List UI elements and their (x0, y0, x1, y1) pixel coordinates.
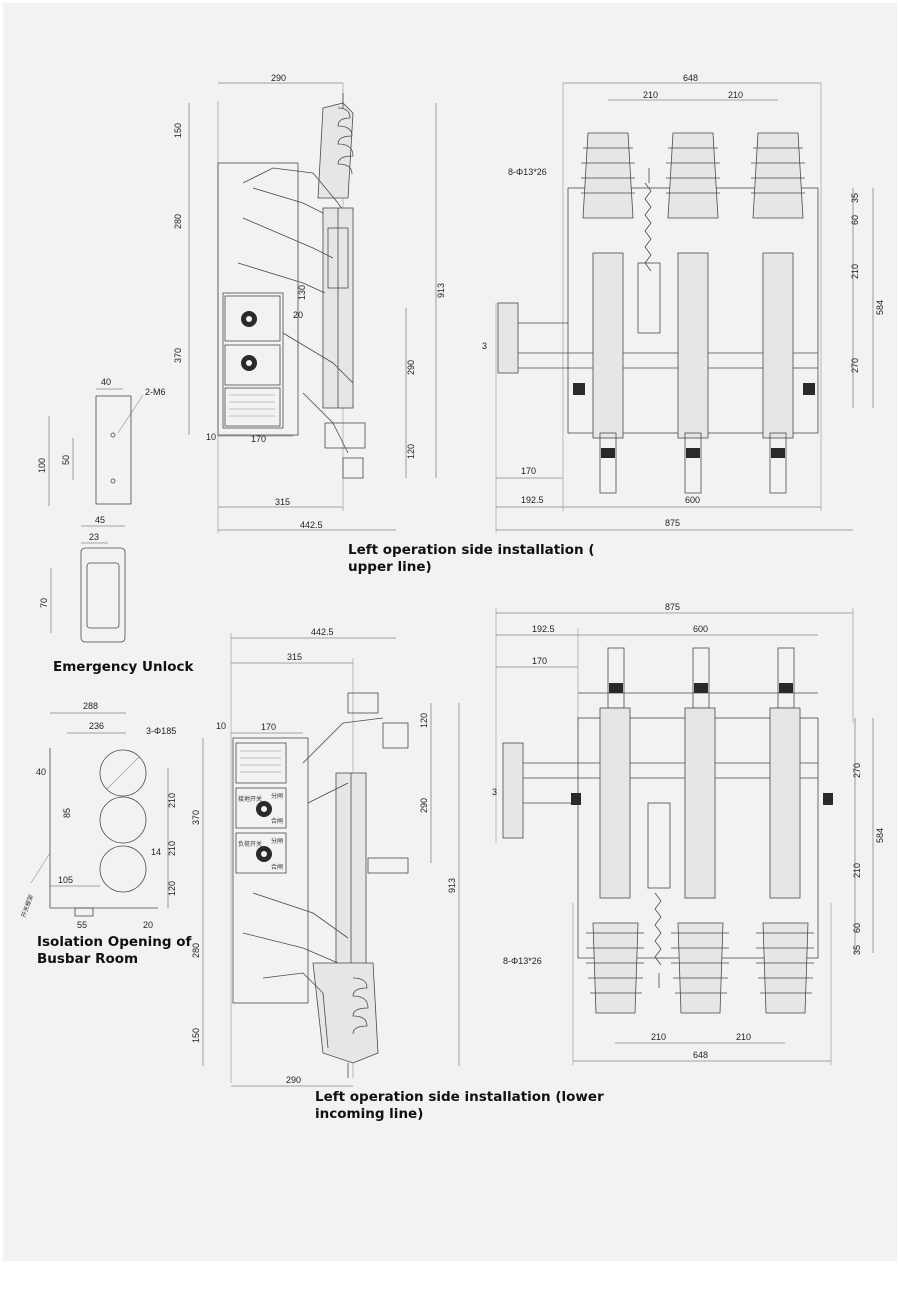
dim-23: 23 (89, 532, 99, 542)
dim-10-lower: 10 (216, 721, 226, 731)
dim-150-lower: 150 (191, 1028, 201, 1043)
hole-spec-upper: 8-Φ13*26 (508, 167, 547, 177)
dim-875-lower: 875 (665, 602, 680, 612)
dim-584-lower: 584 (875, 828, 885, 843)
dim-100: 100 (37, 458, 47, 473)
open-label-2: 分闸 (271, 837, 283, 845)
caption-lower: Left operation side installation (lower … (315, 1089, 604, 1123)
dim-210-upper-v: 210 (850, 264, 860, 279)
dim-120: 120 (406, 444, 416, 459)
dim-290-lower-bottom: 290 (286, 1075, 301, 1085)
dim-150: 150 (173, 123, 183, 138)
dim-20-iso: 20 (143, 920, 153, 930)
dim-60-upper: 60 (850, 215, 860, 225)
dim-40-emergency: 40 (101, 377, 111, 387)
caption-isolation: Isolation Opening of Busbar Room (37, 934, 191, 968)
dim-45: 45 (95, 515, 105, 525)
dim-210-iso-a: 210 (167, 793, 177, 808)
dim-913: 913 (436, 283, 446, 298)
dim-270-upper: 270 (850, 358, 860, 373)
earth-switch-label: 接地开关 (238, 795, 262, 803)
dim-50: 50 (61, 455, 71, 465)
dim-130: 130 (297, 285, 307, 300)
caption-isolation-line1: Isolation Opening of (37, 934, 192, 950)
dim-280-lower: 280 (191, 943, 201, 958)
dim-210-iso-b: 210 (167, 841, 177, 856)
dim-120-iso: 120 (167, 881, 177, 896)
dim-290-lower-mid: 290 (419, 798, 429, 813)
dim-35-lower: 35 (852, 945, 862, 955)
dim-210-a: 210 (643, 90, 658, 100)
dim-105: 105 (58, 875, 73, 885)
dim-288: 288 (83, 701, 98, 711)
dim-170-lower: 170 (261, 722, 276, 732)
dim-120-lower: 120 (419, 713, 429, 728)
dim-85: 85 (62, 808, 72, 818)
isolation-opening-detail: 288 236 3-Φ185 40 85 210 210 14 120 105 … (19, 701, 177, 930)
dim-875-upper: 875 (665, 518, 680, 528)
dim-170: 170 (251, 434, 266, 444)
upper-front-view: 648 210 210 8-Φ13*26 35 60 210 270 584 3… (482, 73, 885, 533)
dim-600-lower: 600 (693, 624, 708, 634)
caption-lower-line2: incoming line) (315, 1106, 424, 1122)
dim-290-mid: 290 (406, 360, 416, 375)
frame-label: 开关框架 (19, 893, 35, 918)
caption-isolation-line2: Busbar Room (37, 951, 139, 967)
upper-poles (581, 132, 805, 494)
dim-10: 10 (206, 432, 216, 442)
lower-front-view: 875 192.5 600 170 3 584 270 210 60 35 8-… (492, 602, 885, 1065)
caption-upper: Left operation side installation ( upper… (348, 542, 595, 576)
dim-280: 280 (173, 214, 183, 229)
dim-236: 236 (89, 721, 104, 731)
caption-upper-line1: Left operation side installation ( (348, 542, 595, 558)
dim-442-5: 442.5 (300, 520, 323, 530)
dim-442-5-lower: 442.5 (311, 627, 334, 637)
load-switch-label: 负荷开关 (238, 840, 262, 848)
caption-emergency: Emergency Unlock (53, 659, 194, 675)
emergency-unlock-detail: 40 2-M6 100 50 45 23 70 (37, 377, 166, 643)
dim-210-b: 210 (728, 90, 743, 100)
dim-3-upper: 3 (482, 341, 487, 351)
dim-170-lower-front: 170 (532, 656, 547, 666)
dim-40-isolation: 40 (36, 767, 46, 777)
dim-315: 315 (275, 497, 290, 507)
hole-spec-lower: 8-Φ13*26 (503, 956, 542, 966)
close-label-2: 合闸 (271, 863, 283, 871)
dim-210-lower-a: 210 (651, 1032, 666, 1042)
dim-192-5-lower: 192.5 (532, 624, 555, 634)
upper-side-view: 290 150 280 370 913 130 20 290 120 10 17… (173, 73, 446, 533)
dim-192-5-upper: 192.5 (521, 495, 544, 505)
drawing-sheet: 290 150 280 370 913 130 20 290 120 10 17… (3, 3, 897, 1261)
caption-lower-line1: Left operation side installation (lower (315, 1089, 604, 1105)
lower-side-view: 442.5 315 10 170 370 280 150 120 290 913… (191, 627, 460, 1087)
close-label-1: 合闸 (271, 817, 283, 825)
dim-370: 370 (173, 348, 183, 363)
dim-70: 70 (39, 598, 49, 608)
dim-35-upper: 35 (850, 193, 860, 203)
open-label-1: 分闸 (271, 792, 283, 800)
dim-913-lower: 913 (447, 878, 457, 893)
dim-55: 55 (77, 920, 87, 930)
dim-3-lower: 3 (492, 787, 497, 797)
dim-315-lower: 315 (287, 652, 302, 662)
dim-270-lower: 270 (852, 763, 862, 778)
dim-210-lower-v: 210 (852, 863, 862, 878)
caption-upper-line2: upper line) (348, 559, 432, 575)
dim-290-top: 290 (271, 73, 286, 83)
dim-370-lower: 370 (191, 810, 201, 825)
dim-584-upper: 584 (875, 300, 885, 315)
dim-600-upper: 600 (685, 495, 700, 505)
dim-170-upper-front: 170 (521, 466, 536, 476)
dim-60-lower: 60 (852, 923, 862, 933)
dim-648-lower: 648 (693, 1050, 708, 1060)
lower-poles (586, 647, 814, 1014)
technical-drawing: 290 150 280 370 913 130 20 290 120 10 17… (19, 73, 885, 1087)
dim-648-top: 648 (683, 73, 698, 83)
dim-210-lower-b: 210 (736, 1032, 751, 1042)
dim-14: 14 (151, 847, 161, 857)
dim-3phi185: 3-Φ185 (146, 726, 176, 736)
dim-2m6: 2-M6 (145, 387, 166, 397)
